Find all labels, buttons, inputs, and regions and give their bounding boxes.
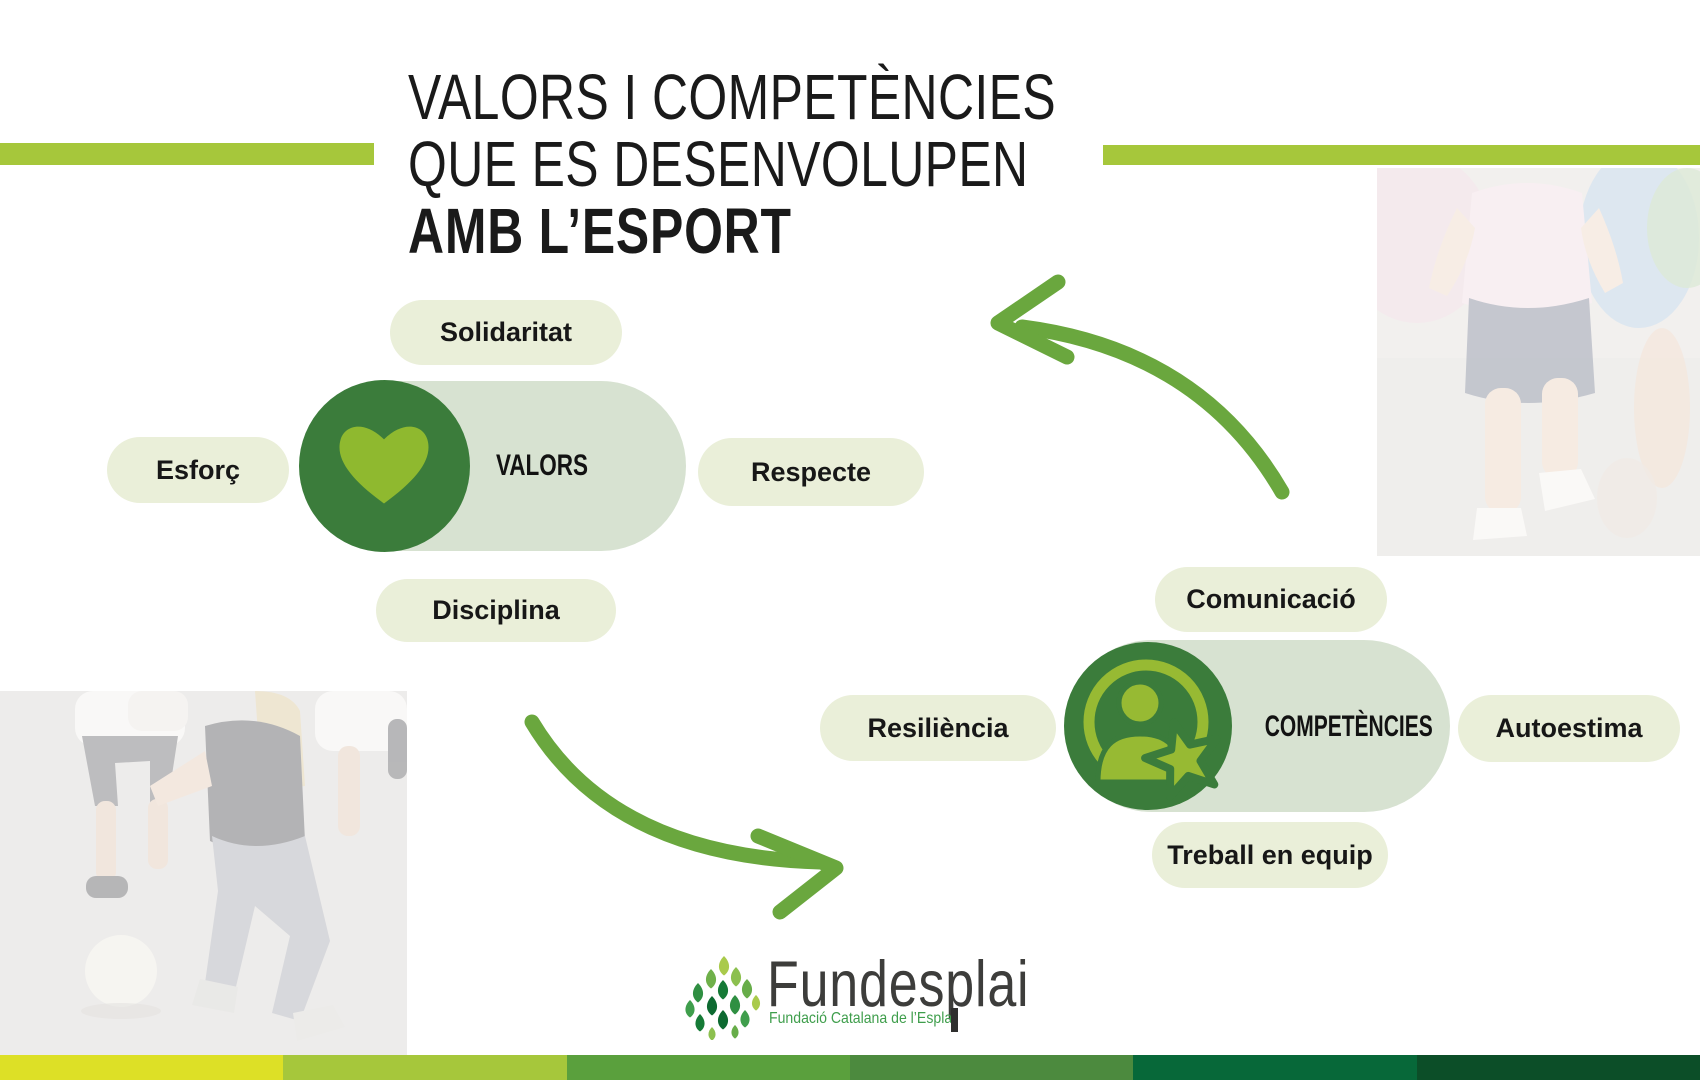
- heart-icon: [339, 426, 429, 504]
- photo-illustration: [0, 691, 407, 1055]
- footer-stripe: [0, 1055, 1700, 1080]
- title-line-1: VALORS I COMPETÈNCIES: [408, 61, 1057, 133]
- running-child-photo: [1377, 168, 1700, 556]
- competencies-item-treball-en-equip: Treball en equip: [1152, 822, 1388, 888]
- stripe-segment: [1416, 1055, 1700, 1080]
- fundesplai-tree-icon: [685, 956, 761, 1040]
- valors-item-esforc: Esforç: [107, 437, 289, 503]
- competencies-item-comunicacio: Comunicació: [1155, 567, 1387, 632]
- logo-tagline: Fundació Catalana de l’Esplai: [769, 1010, 956, 1027]
- logo-wordmark: Fundesplai: [767, 947, 1030, 1020]
- arrow-up-left-head: [990, 274, 1075, 365]
- valors-item-solidaritat: Solidaritat: [390, 300, 622, 365]
- fundesplai-logo: Fundesplai Fundació Catalana de l’Esplai: [683, 947, 1103, 1047]
- stripe-segment: [566, 1055, 850, 1080]
- stripe-segment: [0, 1055, 284, 1080]
- competencies-item-resiliencia: Resiliència: [820, 695, 1056, 761]
- competencies-hub-label: COMPETÈNCIES: [1264, 710, 1433, 743]
- valors-hub-label: VALORS: [495, 449, 589, 482]
- photo-illustration: [1377, 168, 1700, 556]
- title-line-2: QUE ES DESENVOLUPEN: [408, 128, 1029, 200]
- valors-item-disciplina: Disciplina: [376, 579, 616, 642]
- title-line-3: AMB L’ESPORT: [408, 195, 792, 267]
- arrow-down-right: [524, 714, 828, 870]
- accent-bar-left: [0, 143, 374, 165]
- competencies-item-autoestima: Autoestima: [1458, 695, 1680, 762]
- stripe-segment: [283, 1055, 567, 1080]
- arrow-down-right-head: [750, 828, 844, 920]
- person-star-icon: [1064, 642, 1232, 810]
- accent-bar-right: [1103, 145, 1700, 165]
- arrow-up-left: [1014, 319, 1290, 500]
- stripe-segment: [1133, 1055, 1417, 1080]
- stripe-segment: [849, 1055, 1134, 1080]
- valors-item-respecte: Respecte: [698, 438, 924, 506]
- logo-tagline-bar: [951, 1008, 958, 1032]
- page-title: VALORS I COMPETÈNCIES QUE ES DESENVOLUPE…: [408, 64, 1239, 265]
- street-football-photo: [0, 691, 407, 1055]
